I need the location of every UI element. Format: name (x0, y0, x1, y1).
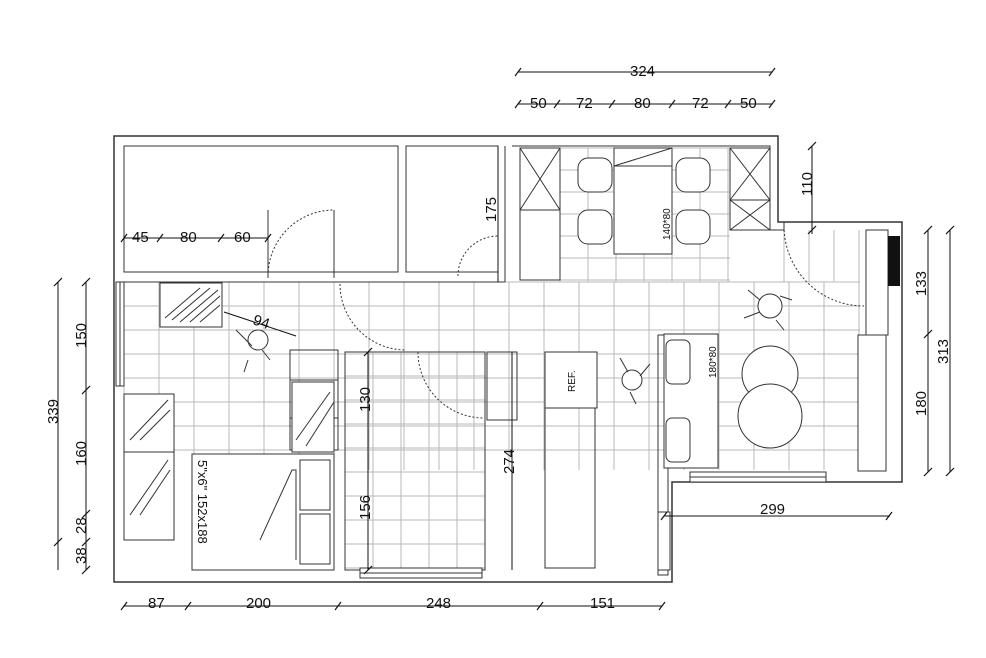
dim-right-133: 133 (913, 271, 930, 296)
dim-94: 94 (251, 312, 272, 333)
dim-left-150: 150 (73, 323, 90, 348)
dim-bottom-248: 248 (426, 595, 451, 612)
dim-left-160: 160 (73, 441, 90, 466)
sofa-label: 180*80 (708, 346, 719, 378)
dim-wardrobe-1: 45 (132, 229, 149, 246)
dim-left-38: 38 (73, 547, 90, 564)
shoe-rack (159, 282, 223, 328)
dim-left-339: 339 (45, 399, 62, 424)
shelf-right (865, 229, 889, 336)
dim-top-seg-3: 80 (634, 95, 651, 112)
dim-bottom-151: 151 (590, 595, 615, 612)
dim-274: 274 (501, 449, 518, 474)
bathroom (344, 351, 486, 571)
dim-top-total: 324 (630, 63, 655, 80)
person-icon (235, 289, 793, 405)
bedroom: 5"x6" 152x188 (123, 381, 335, 571)
dim-wardrobe-2: 80 (180, 229, 197, 246)
dim-175: 175 (483, 197, 500, 222)
dim-110: 110 (799, 172, 816, 196)
dimension-lines (53, 67, 955, 611)
dining-table: 140*80 (577, 147, 711, 255)
outer-walls (113, 135, 903, 583)
fridge: REF. (544, 351, 598, 409)
dim-top-seg-2: 72 (576, 95, 593, 112)
table-label: 140*80 (662, 208, 673, 240)
cabinet-right (857, 334, 887, 472)
bed-label: 5"x6" 152x188 (195, 460, 210, 544)
dim-left-28: 28 (73, 517, 90, 534)
dim-bottom-87: 87 (148, 595, 165, 612)
wardrobe (123, 393, 175, 541)
dim-bottom-200: 200 (246, 595, 271, 612)
dim-299: 299 (760, 501, 785, 518)
sofa: 180*80 (663, 333, 719, 469)
windows (115, 229, 900, 579)
bedroom-wardrobe-room (123, 145, 399, 273)
window-side (657, 511, 671, 571)
dim-wardrobe-3: 60 (234, 229, 251, 246)
kitchen-counter (544, 407, 596, 569)
dim-top-seg-5: 50 (740, 95, 757, 112)
dim-top-seg-4: 72 (692, 95, 709, 112)
fridge-label: REF. (567, 370, 578, 392)
dim-right-313: 313 (935, 339, 952, 364)
coffee-tables (737, 345, 803, 449)
dim-130: 130 (357, 387, 374, 412)
chair (577, 157, 711, 245)
dresser (291, 381, 335, 453)
dim-top-seg-1: 50 (530, 95, 547, 112)
dimension-labels: 324 50 72 80 72 50 45 80 60 175 110 94 1… (45, 63, 952, 612)
dim-156: 156 (357, 495, 374, 520)
inner-rooms (289, 334, 669, 576)
black-panel (888, 236, 900, 286)
kitchen-cabinets (519, 147, 771, 281)
dim-right-180: 180 (913, 391, 930, 416)
